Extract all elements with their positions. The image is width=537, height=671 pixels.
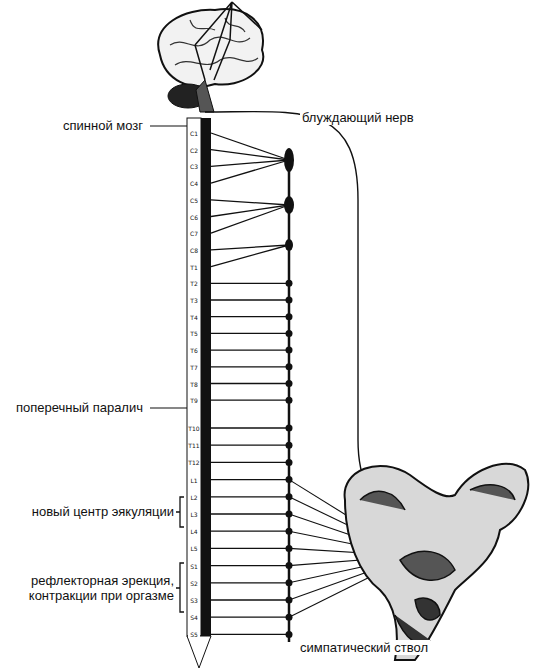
nerve-line — [211, 496, 289, 497]
leader-lines — [150, 126, 187, 408]
segment-label: C4 — [188, 180, 200, 187]
segment-label: L1 — [188, 477, 200, 484]
segment-label: S4 — [188, 614, 200, 621]
nerve-line — [211, 582, 289, 583]
nerve-line — [211, 150, 289, 160]
segment-label: T4 — [188, 314, 200, 321]
segment-label: C5 — [188, 197, 200, 204]
pelvis — [345, 464, 529, 660]
nerve-line — [211, 205, 289, 233]
annotation-label: поперечный паралич — [14, 400, 145, 415]
segment-label: T11 — [188, 442, 200, 449]
nerve-line — [211, 548, 289, 549]
segment-label: S1 — [188, 563, 200, 570]
nerve-line — [211, 617, 289, 618]
segment-label: C2 — [188, 147, 200, 154]
segment-label: T5 — [188, 330, 200, 337]
nerve-line — [211, 462, 289, 463]
segment-label: C1 — [188, 130, 200, 137]
segment-label: S3 — [188, 597, 200, 604]
segment-label: T9 — [188, 397, 200, 404]
nerve-line — [211, 200, 289, 205]
nerve-line — [211, 531, 289, 532]
segment-label: T12 — [188, 459, 200, 466]
segment-label: L4 — [188, 528, 200, 535]
nerve-line — [211, 513, 289, 514]
nerve-line — [211, 383, 289, 384]
nerve-line — [211, 400, 289, 401]
spinal-cord — [187, 118, 211, 668]
segment-label: T3 — [188, 297, 200, 304]
segment-label: T1 — [188, 264, 200, 271]
nerve-line — [211, 565, 289, 566]
nerve-line — [211, 245, 289, 267]
segment-label: L5 — [188, 545, 200, 552]
annotation-label: блуждающий нерв — [300, 110, 416, 125]
segment-label: C8 — [188, 247, 200, 254]
nerve-line — [211, 366, 289, 367]
segment-label: L2 — [188, 494, 200, 501]
segment-label: S2 — [188, 580, 200, 587]
nerve-line — [211, 283, 289, 284]
nerve-line — [211, 133, 289, 160]
annotation-label: рефлекторная эрекция, контракции при орг… — [2, 573, 176, 603]
nerve-line — [211, 299, 289, 300]
segment-label: T8 — [188, 381, 200, 388]
segment-label: C7 — [188, 230, 200, 237]
annotation-label: симпатический ствол — [298, 640, 430, 655]
brackets — [176, 497, 184, 612]
nerve-line — [211, 160, 289, 183]
nerve-line — [211, 634, 289, 635]
segment-label: T10 — [188, 425, 200, 432]
nerve-line — [211, 316, 289, 317]
nerve-line — [211, 349, 289, 350]
segment-label: T7 — [188, 364, 200, 371]
segment-label: C3 — [188, 163, 200, 170]
nerve-line — [211, 245, 289, 250]
nerve-line — [211, 205, 289, 217]
nerve-line — [211, 599, 289, 600]
sympathetic-trunk-line — [288, 150, 291, 642]
nerve-line — [211, 333, 289, 334]
brain — [158, 2, 263, 112]
annotation-label: спинной мозг — [61, 118, 145, 133]
nerve-line — [211, 427, 289, 428]
nerve-line — [211, 445, 289, 446]
segment-label: T6 — [188, 347, 200, 354]
segment-label: C6 — [188, 214, 200, 221]
annotation-label: новый центр эякуляции — [2, 504, 176, 519]
segment-label: T2 — [188, 280, 200, 287]
segment-label: S5 — [188, 631, 200, 638]
nerve-line — [211, 479, 289, 480]
segment-label: L3 — [188, 511, 200, 518]
